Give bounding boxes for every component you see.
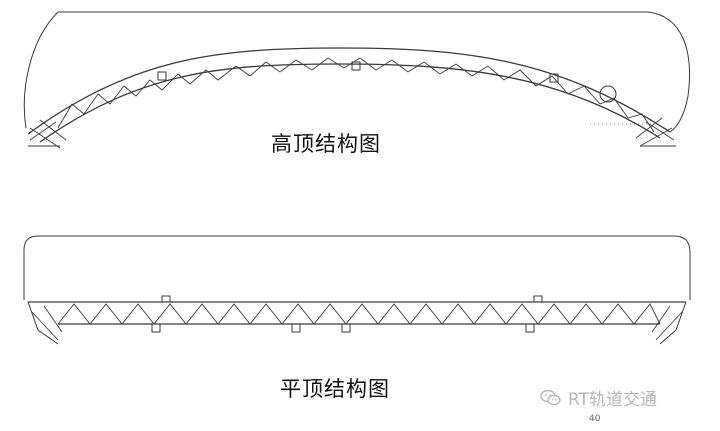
watermark-text: RT轨道交通 — [568, 390, 657, 410]
flat-roof-structure — [23, 235, 691, 345]
high-roof-structure — [23, 11, 690, 149]
high-roof-outline — [23, 11, 690, 133]
page-number: 40 — [589, 414, 601, 424]
wechat-icon — [540, 389, 561, 405]
watermark: RT轨道交通 — [540, 385, 657, 410]
flat-roof-outline — [23, 235, 691, 300]
high-roof-caption: 高顶结构图 — [271, 132, 381, 156]
flat-roof-caption: 平顶结构图 — [280, 377, 390, 401]
